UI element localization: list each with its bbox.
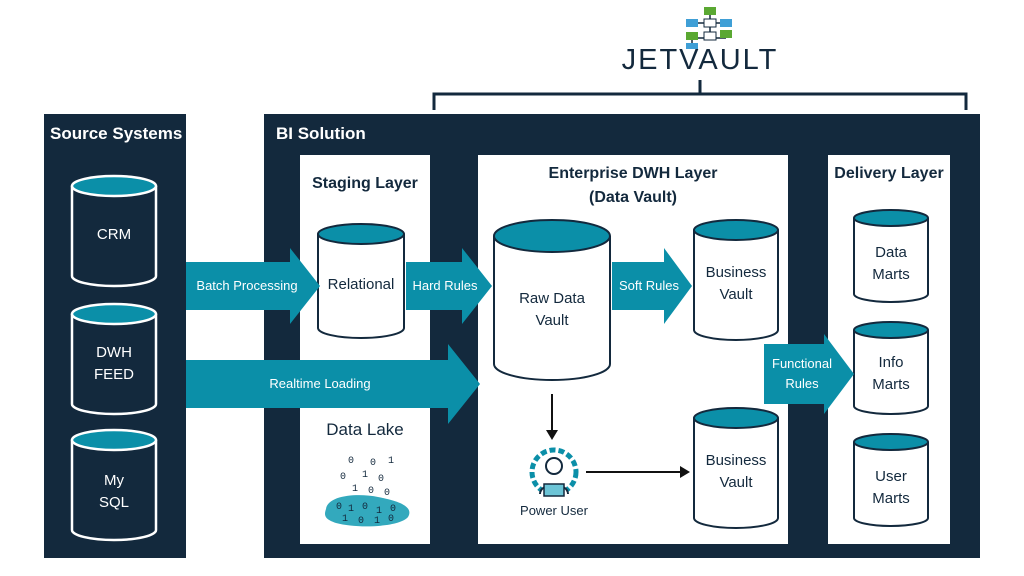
svg-text:0: 0 <box>368 486 374 497</box>
staging-layer-title: Staging Layer <box>312 175 418 192</box>
svg-text:0: 0 <box>378 474 384 485</box>
svg-text:0: 0 <box>336 502 342 513</box>
jetvault-logo: JETVAULT <box>600 4 800 76</box>
svg-text:1: 1 <box>348 504 354 515</box>
svg-text:0: 0 <box>358 516 364 527</box>
svg-text:0: 0 <box>388 514 394 525</box>
batch-processing-arrow <box>186 248 320 324</box>
hard-rules-label: Hard Rules <box>412 278 478 293</box>
edwh-title-line1: Enterprise DWH Layer <box>548 165 718 182</box>
user-marts-cylinder: User Marts <box>852 432 930 528</box>
bi-solution-title: BI Solution <box>276 124 366 143</box>
delivery-layer-title: Delivery Layer <box>834 165 944 182</box>
svg-text:0: 0 <box>370 458 376 469</box>
functional-rules-label-line1: Functional <box>772 356 832 371</box>
source-cylinder-dwh-feed: DWH FEED <box>70 302 158 416</box>
realtime-loading-arrow <box>186 344 480 424</box>
business-vault-cylinder-1: Business Vault <box>692 218 780 342</box>
source-systems-title: Source Systems <box>50 124 183 143</box>
svg-text:1: 1 <box>376 506 382 517</box>
source-cylinder-mysql: My SQL <box>70 428 158 542</box>
svg-text:0: 0 <box>390 504 396 515</box>
svg-text:1: 1 <box>352 484 358 495</box>
batch-processing-label: Batch Processing <box>196 278 298 293</box>
svg-text:1: 1 <box>374 516 380 527</box>
svg-text:0: 0 <box>348 456 354 467</box>
raw-data-vault-cylinder: Raw Data Vault <box>492 218 612 382</box>
logo-network-icon <box>686 7 732 49</box>
power-user-label: Power User <box>520 503 588 518</box>
svg-text:1: 1 <box>362 470 368 481</box>
realtime-loading-label: Realtime Loading <box>269 376 371 391</box>
arrow-power-user-to-business-vault <box>586 466 690 478</box>
data-marts-cylinder: Data Marts <box>852 208 930 304</box>
svg-text:1: 1 <box>342 514 348 525</box>
soft-rules-arrow <box>612 248 692 324</box>
power-user-gear-icon <box>529 447 579 497</box>
arrow-raw-vault-to-power-user <box>546 394 558 440</box>
svg-text:0: 0 <box>340 472 346 483</box>
logo-bracket <box>432 80 968 110</box>
data-lake-label: Data Lake <box>326 420 404 439</box>
logo-text: JETVAULT <box>621 44 779 76</box>
relational-cylinder: Relational <box>316 222 406 340</box>
functional-rules-label-line2: Rules <box>785 376 819 391</box>
svg-text:1: 1 <box>388 456 394 467</box>
business-vault-cylinder-2: Business Vault <box>692 406 780 530</box>
functional-rules-arrow <box>764 334 854 414</box>
svg-text:0: 0 <box>384 488 390 499</box>
source-cylinder-crm: CRM <box>70 174 158 288</box>
info-marts-cylinder: Info Marts <box>852 320 930 416</box>
svg-text:0: 0 <box>362 502 368 513</box>
edwh-title-line2: (Data Vault) <box>588 189 677 206</box>
soft-rules-label: Soft Rules <box>619 278 679 293</box>
hard-rules-arrow <box>406 248 492 324</box>
